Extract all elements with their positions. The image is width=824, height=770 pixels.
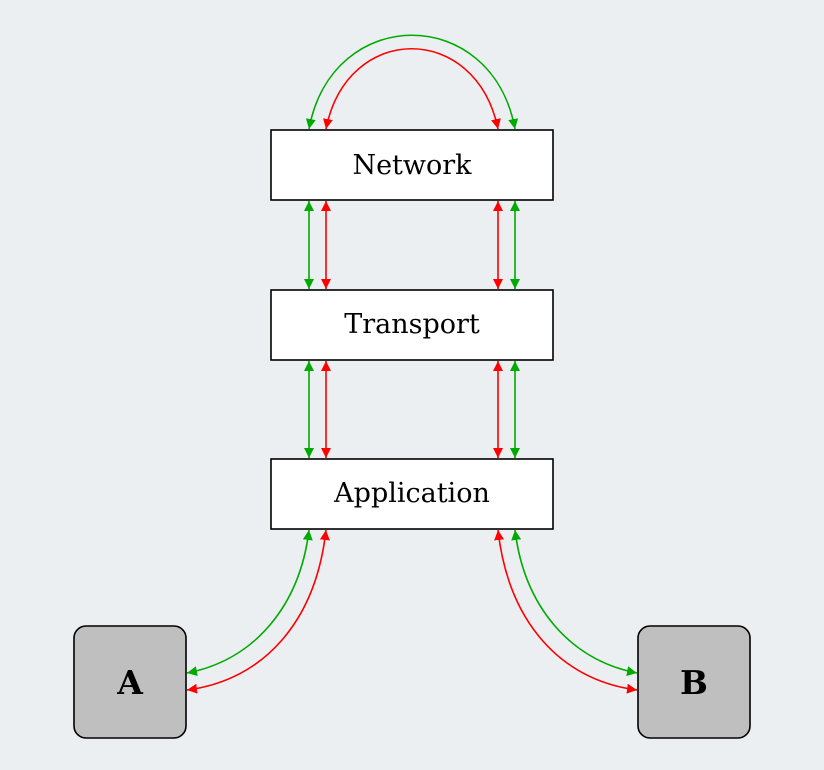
network-label: Network [352, 150, 472, 181]
app-a-red-arrow [186, 529, 330, 694]
network-box [270, 129, 554, 201]
endpoint-a: A [73, 625, 187, 739]
transport-layer: Transport [270, 289, 554, 361]
network-loop-green-arrow [305, 34, 519, 130]
endpoint-b-label: B [680, 663, 708, 702]
app-a-green-arrow [186, 529, 313, 677]
application-layer: Application [270, 458, 554, 530]
endpoint-b-box [637, 625, 751, 739]
app-b-red-arrow [494, 529, 638, 694]
transport-label: Transport [344, 309, 480, 340]
application-box [270, 458, 554, 530]
endpoint-b: B [637, 625, 751, 739]
endpoint-a-box [73, 625, 187, 739]
application-label: Application [333, 478, 490, 509]
transport-box [270, 289, 554, 361]
network-loop-red-arrow [323, 48, 501, 130]
app-b-green-arrow [511, 529, 638, 677]
network-layer: Network [270, 129, 554, 201]
endpoint-a-label: A [116, 663, 143, 702]
